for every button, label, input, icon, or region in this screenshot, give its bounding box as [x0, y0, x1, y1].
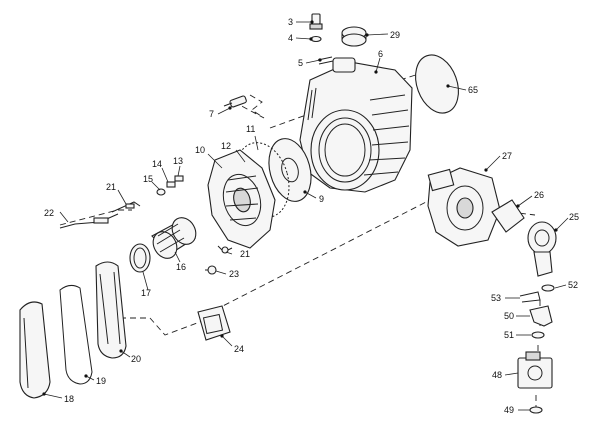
part-3-fitting: [309, 13, 323, 30]
part-20-gasket-frame: [95, 261, 127, 359]
callout-25: 25: [569, 212, 579, 222]
part-53-clip: [519, 291, 541, 303]
callout-12: 12: [221, 141, 231, 151]
callout-51: 51: [504, 330, 514, 340]
callout-10: 10: [195, 145, 205, 155]
callout-27: 27: [502, 151, 512, 161]
callout-22: 22: [44, 208, 54, 218]
part-23-screw: [205, 265, 217, 275]
callout-21-lower: 21: [240, 249, 250, 259]
part-50-elbow: [529, 305, 553, 327]
callout-20: 20: [131, 354, 141, 364]
callout-24: 24: [234, 344, 244, 354]
part-21-electrode-upper: [111, 201, 141, 213]
callout-3: 3: [288, 17, 293, 27]
callout-17: 17: [141, 288, 151, 298]
callout-29: 29: [390, 30, 400, 40]
callout-48: 48: [492, 370, 502, 380]
leader-lines: [43, 21, 569, 411]
part-27-fan-housing: [427, 167, 501, 247]
callout-50: 50: [504, 311, 514, 321]
part-6-heat-exchanger: [299, 57, 413, 193]
part-18-cover: [19, 301, 51, 399]
callout-23: 23: [229, 269, 239, 279]
callout-7: 7: [209, 109, 214, 119]
part-25-venturi: [527, 221, 557, 277]
part-65-gasket: [415, 54, 459, 114]
part-48-gas-valve: [517, 351, 553, 389]
part-17-ring: [129, 243, 151, 273]
callout-19: 19: [96, 376, 106, 386]
part-49-washer: [529, 406, 543, 414]
callout-21-upper: 21: [106, 182, 116, 192]
callout-26: 26: [534, 190, 544, 200]
callout-4: 4: [288, 33, 293, 43]
part-15-washer: [156, 188, 166, 196]
part-51-washer: [531, 331, 545, 339]
part-22-ignition-cable: [59, 213, 119, 229]
part-26-gasket: [491, 199, 525, 233]
callout-15: 15: [143, 174, 153, 184]
callout-18: 18: [64, 394, 74, 404]
callout-13: 13: [173, 156, 183, 166]
callout-5: 5: [298, 58, 303, 68]
callout-65: 65: [468, 85, 478, 95]
part-10-burner-door: [207, 149, 276, 249]
part-7-sensor: [223, 95, 247, 108]
part-29-ring: [341, 26, 367, 47]
callout-49: 49: [504, 405, 514, 415]
callout-16: 16: [176, 262, 186, 272]
part-19-gasket: [59, 284, 93, 385]
callout-6: 6: [378, 49, 383, 59]
callout-11: 11: [246, 124, 255, 134]
callout-53: 53: [491, 293, 501, 303]
part-16-burner: [151, 217, 197, 259]
part-24-flange-gasket: [197, 305, 231, 341]
callout-52: 52: [568, 280, 578, 290]
callout-labels: 3 4 5 6 7 9 10 11 12 13 14 15 16 17 18 1…: [44, 17, 579, 415]
part-52-oring: [541, 284, 555, 292]
part-14-fitting: [166, 181, 176, 188]
callout-9: 9: [319, 194, 324, 204]
part-9-insulation-disc: [268, 138, 312, 202]
callout-14: 14: [152, 159, 162, 169]
leader-dots: [42, 20, 558, 396]
part-21-electrode-lower: [217, 245, 233, 254]
part-13-fitting: [174, 175, 184, 182]
